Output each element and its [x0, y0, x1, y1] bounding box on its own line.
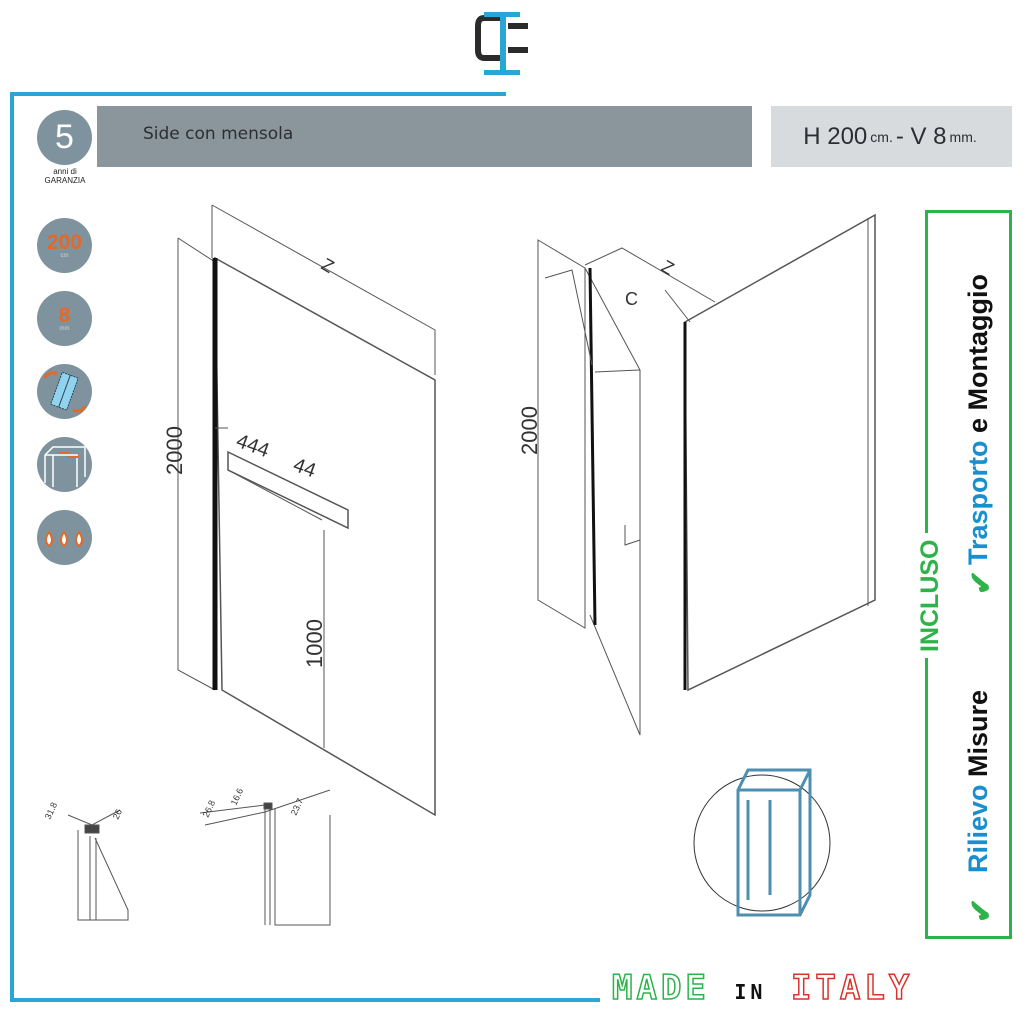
- warranty-years: 5: [55, 118, 74, 156]
- thickness-unit: mm: [59, 325, 70, 332]
- opening-label: C: [625, 289, 638, 309]
- frame-bottom: [10, 998, 600, 1002]
- transport-label: Trasporto e Montaggio: [963, 273, 993, 565]
- included-label: INCLUSO: [916, 533, 945, 658]
- detail-dim-2b: 26.8: [201, 799, 217, 819]
- frame-left: [10, 92, 14, 1002]
- title-bar: Side con mensola: [97, 106, 752, 167]
- warranty-line2: GARANZIA: [44, 176, 86, 185]
- drops-icon: [37, 510, 92, 565]
- made-text: MADE: [611, 967, 710, 1009]
- height-value: 200: [46, 230, 83, 254]
- survey-label: Rilievo Misure: [963, 689, 993, 873]
- page-title: Side con mensola: [143, 124, 294, 144]
- height-unit: cm: [60, 252, 69, 259]
- left-height-label: 2000: [162, 426, 187, 475]
- check-icon: ✔: [965, 569, 998, 595]
- reversible-door-icon: [37, 364, 92, 419]
- logo-icon: [475, 12, 528, 75]
- thickness-value: 8: [58, 303, 71, 327]
- right-height-label: 2000: [517, 406, 542, 455]
- detail-drawings: [67, 789, 331, 926]
- shelf-icon: [37, 437, 92, 492]
- detail-dim-2a: 16.6: [229, 787, 245, 807]
- spec-thickness: - V 8: [895, 122, 947, 150]
- right-depth-label: Z: [658, 256, 678, 279]
- frame-top: [10, 92, 506, 96]
- detail-dim-1a: 31.8: [43, 801, 59, 821]
- spec-height: H 200: [803, 122, 868, 150]
- shower-box-icon: [693, 768, 831, 917]
- shelf-height-label: 1000: [302, 619, 327, 668]
- in-text: IN: [734, 980, 767, 1004]
- made-in-italy: MADE IN ITALY: [611, 967, 914, 1009]
- warranty-line1: anni di: [53, 167, 77, 176]
- right-panel-drawing: [537, 213, 876, 736]
- spec-thickness-unit: mm.: [949, 128, 977, 145]
- shelf-depth-label: 44: [290, 454, 318, 482]
- warranty-badge: 5: [37, 110, 92, 165]
- detail-dim-1b: 26: [111, 808, 124, 821]
- italy-text: ITALY: [790, 967, 914, 1009]
- left-panel-drawing: [177, 204, 436, 817]
- spec-height-unit: cm.: [870, 128, 893, 145]
- included-box: Trasporto e Montaggio ✔ INCLUSO Rilievo …: [916, 210, 1012, 939]
- check-icon: ✔: [965, 897, 998, 923]
